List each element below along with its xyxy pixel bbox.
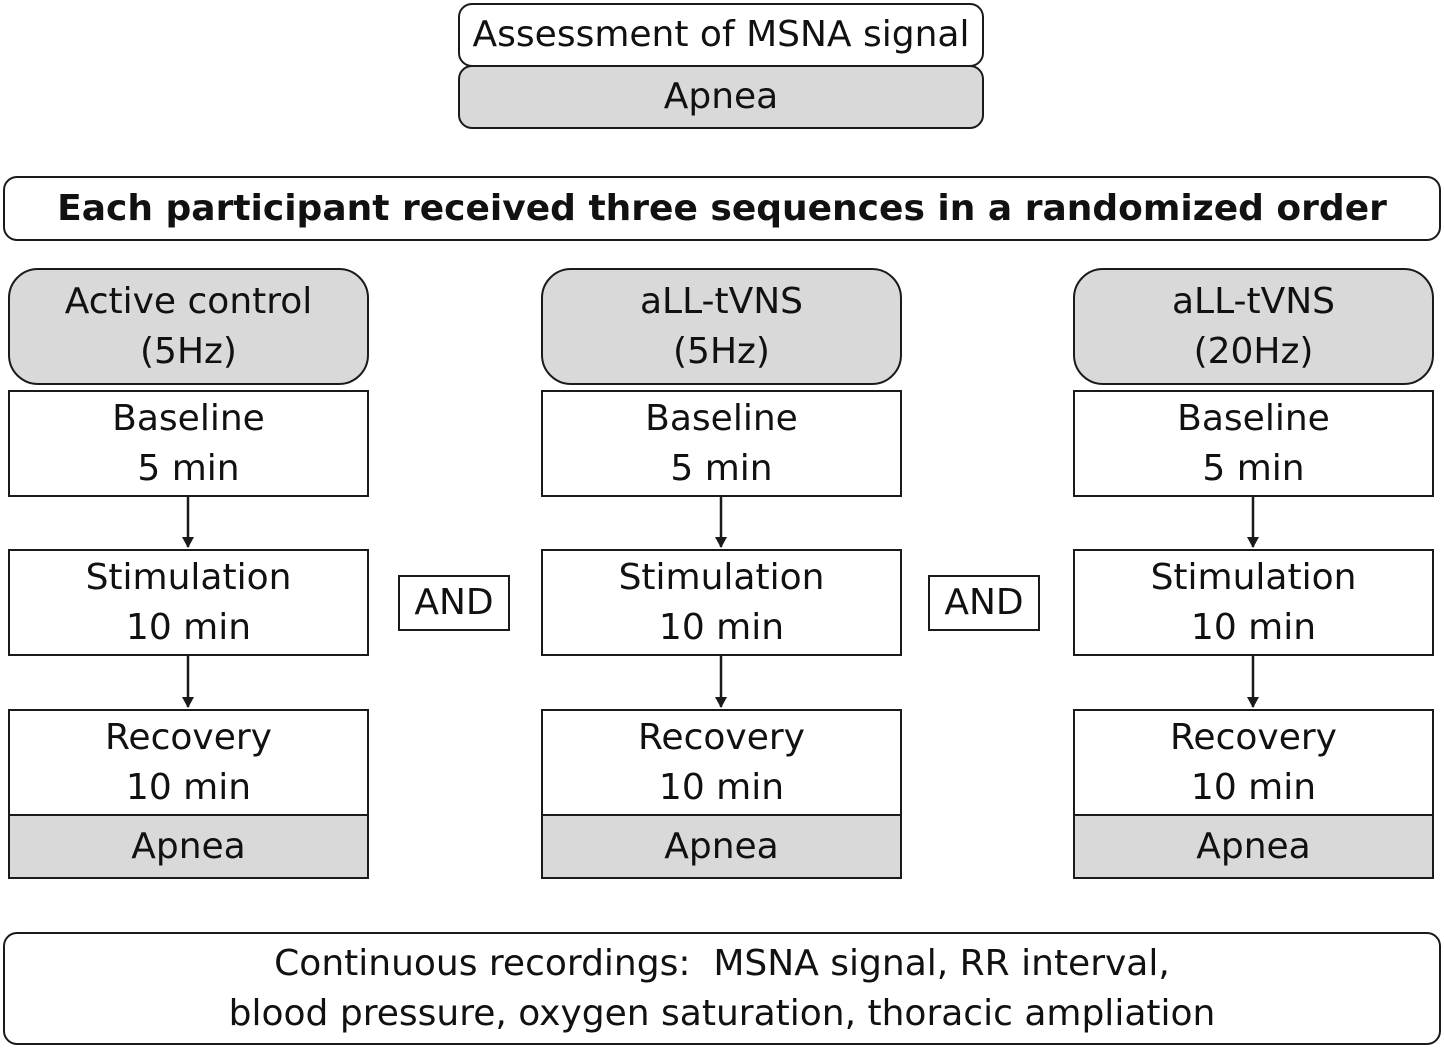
banner-title: Each participant received three sequence… <box>57 187 1387 229</box>
footer-line2: blood pressure, oxygen saturation, thora… <box>228 992 1216 1034</box>
sequence-2-baseline-duration: 5 min <box>670 447 773 489</box>
sequence-2-recovery: Recovery 10 min <box>541 709 902 816</box>
sequence-3-header: aLL-tVNS (20Hz) <box>1073 268 1434 385</box>
and-connector-2: AND <box>928 575 1040 631</box>
sequence-2-header: aLL-tVNS (5Hz) <box>541 268 902 385</box>
sequence-3-apnea-label: Apnea <box>1196 825 1311 867</box>
sequence-3-recovery-duration: 10 min <box>1190 766 1317 808</box>
sequence-1-recovery: Recovery 10 min <box>8 709 369 816</box>
sequence-1-apnea: Apnea <box>8 814 369 879</box>
sequence-2-recovery-label: Recovery <box>638 716 805 758</box>
sequence-3-recovery: Recovery 10 min <box>1073 709 1434 816</box>
banner-box: Each participant received three sequence… <box>3 176 1441 241</box>
assessment-box: Assessment of MSNA signal <box>458 3 984 67</box>
top-apnea-box: Apnea <box>458 65 984 129</box>
and-connector-1-label: AND <box>414 582 494 623</box>
sequence-1-apnea-label: Apnea <box>131 825 246 867</box>
sequence-3-stimulation-label: Stimulation <box>1150 556 1357 598</box>
sequence-3-header-line2: (20Hz) <box>1193 330 1314 372</box>
sequence-2-baseline-label: Baseline <box>645 397 798 439</box>
sequence-1-baseline: Baseline 5 min <box>8 390 369 497</box>
sequence-1-header: Active control (5Hz) <box>8 268 369 385</box>
top-apnea-label: Apnea <box>663 76 779 117</box>
sequence-2-stimulation: Stimulation 10 min <box>541 549 902 656</box>
and-connector-2-label: AND <box>944 582 1024 623</box>
footer-line1: Continuous recordings: MSNA signal, RR i… <box>274 942 1170 984</box>
sequence-2-recovery-duration: 10 min <box>658 766 785 808</box>
sequence-1-recovery-duration: 10 min <box>125 766 252 808</box>
sequence-1-stimulation: Stimulation 10 min <box>8 549 369 656</box>
sequence-3-recovery-label: Recovery <box>1170 716 1337 758</box>
sequence-1-baseline-duration: 5 min <box>137 447 240 489</box>
sequence-1-header-line1: Active control <box>64 280 313 322</box>
sequence-3-baseline-duration: 5 min <box>1202 447 1305 489</box>
sequence-2-baseline: Baseline 5 min <box>541 390 902 497</box>
sequence-1-stimulation-duration: 10 min <box>125 606 252 648</box>
sequence-2-stimulation-duration: 10 min <box>658 606 785 648</box>
sequence-1-recovery-label: Recovery <box>105 716 272 758</box>
sequence-2-stimulation-label: Stimulation <box>618 556 825 598</box>
footer-box: Continuous recordings: MSNA signal, RR i… <box>3 932 1441 1045</box>
sequence-1-stimulation-label: Stimulation <box>85 556 292 598</box>
sequence-3-header-line1: aLL-tVNS <box>1171 280 1336 322</box>
sequence-2-header-line1: aLL-tVNS <box>639 280 804 322</box>
assessment-label: Assessment of MSNA signal <box>472 14 970 55</box>
sequence-3-baseline-label: Baseline <box>1177 397 1330 439</box>
and-connector-1: AND <box>398 575 510 631</box>
sequence-2-header-line2: (5Hz) <box>673 330 770 372</box>
sequence-3-stimulation-duration: 10 min <box>1190 606 1317 648</box>
sequence-3-apnea: Apnea <box>1073 814 1434 879</box>
sequence-3-baseline: Baseline 5 min <box>1073 390 1434 497</box>
sequence-2-apnea: Apnea <box>541 814 902 879</box>
sequence-1-header-line2: (5Hz) <box>140 330 237 372</box>
sequence-3-stimulation: Stimulation 10 min <box>1073 549 1434 656</box>
sequence-1-baseline-label: Baseline <box>112 397 265 439</box>
sequence-2-apnea-label: Apnea <box>664 825 779 867</box>
